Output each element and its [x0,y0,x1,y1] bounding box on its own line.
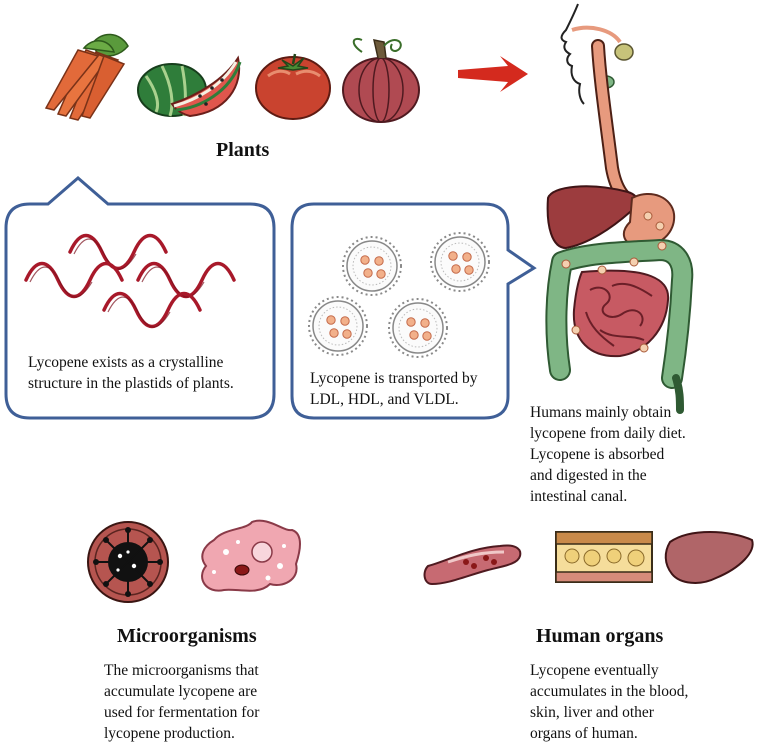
digestion-caption: Humans mainly obtain lycopene from daily… [530,404,686,505]
digestive-system-icon [545,3,694,414]
accumulation-caption: Lycopene eventually accumulates in the b… [530,662,689,742]
fermentation-caption: The microorganisms that accumulate lycop… [104,662,260,742]
plastids-callout [4,176,276,420]
human-organs-label: Human organs [536,625,664,647]
pumpkin-icon [342,38,420,123]
bacterium-icon [87,521,169,603]
amoeba-cell-icon [201,519,301,592]
microorganisms-label: Microorganisms [117,625,257,647]
plastids-caption: Lycopene exists as a crystalline structu… [28,354,234,392]
plants-label: Plants [216,139,270,161]
red-arrow-icon [458,56,528,92]
watermelon-icon [137,55,242,118]
blood-vessel-icon [423,544,522,586]
transport-caption: Lycopene is transported by LDL, HDL, and… [310,370,478,408]
skin-layer-icon [555,531,653,583]
liver-icon [664,531,754,584]
tomato-icon [255,53,331,120]
carrot-icon [44,33,129,121]
